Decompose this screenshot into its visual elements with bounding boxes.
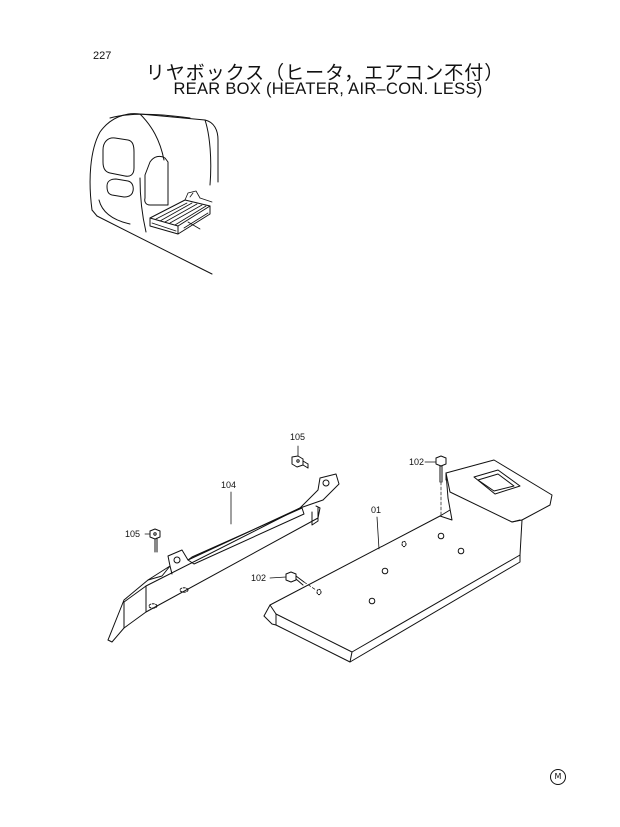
title-english: REAR BOX (HEATER, AIR–CON. LESS) <box>173 80 483 98</box>
callout-01: 01 <box>371 505 381 515</box>
bolt-102-upper <box>435 455 447 517</box>
bolt-102-lower <box>285 571 317 591</box>
part-01-rear-box <box>263 459 553 663</box>
cab-locator-view <box>89 113 219 275</box>
callout-104: 104 <box>221 480 236 490</box>
title-japanese: リヤボックス（ヒータ，エアコン不付） <box>145 62 505 84</box>
callout-102-upper: 102 <box>409 457 424 467</box>
callout-105-upper: 105 <box>290 432 305 442</box>
corner-mark: M <box>550 769 566 785</box>
bolt-105-lower <box>149 528 161 553</box>
callout-102-lower: 102 <box>251 573 266 583</box>
callout-105-lower: 105 <box>125 529 140 539</box>
bolt-105-upper <box>291 455 309 469</box>
page-number: 227 <box>93 50 112 62</box>
part-104-bracket <box>107 473 340 643</box>
leader-lines <box>144 445 437 579</box>
